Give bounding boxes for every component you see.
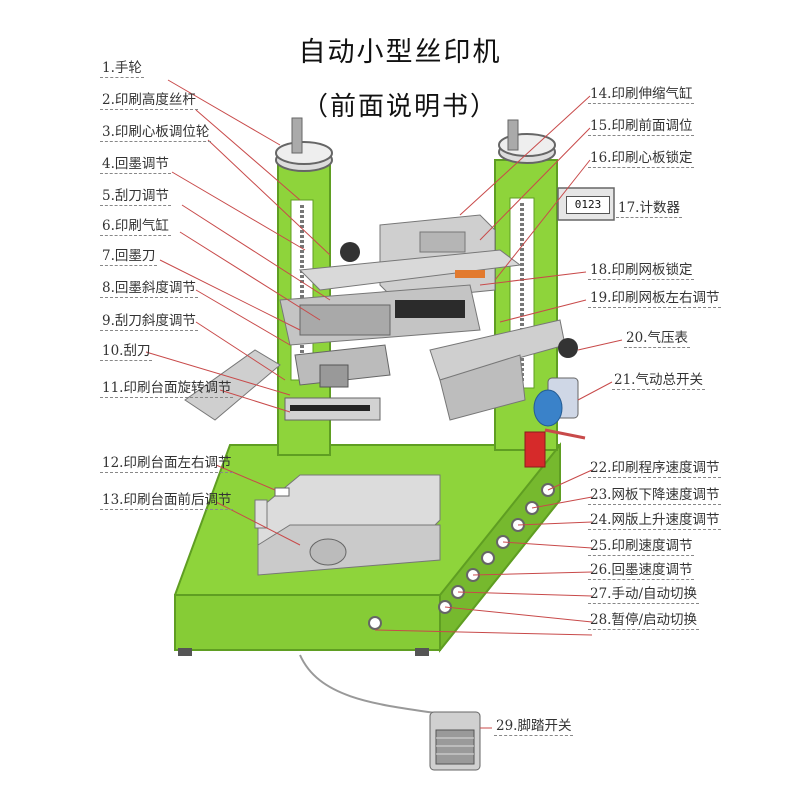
print-table	[254, 474, 441, 576]
front-knobs	[274, 483, 555, 630]
label-squeegee: 10.刮刀	[100, 343, 153, 361]
page-title: 自动小型丝印机	[298, 37, 502, 68]
label-ink-return-speed: 26.回墨速度调节	[588, 562, 695, 580]
label-print-cylinder: 6.印刷气缸	[100, 218, 171, 236]
label-screen-lock: 18.印刷网板锁定	[588, 262, 695, 280]
foot-pedal	[299, 654, 481, 771]
label-core-plate-wheel: 3.印刷心板调位轮	[100, 124, 212, 142]
label-squeegee-adjust: 5.刮刀调节	[100, 188, 171, 206]
leader-lines-left	[145, 79, 331, 546]
label-pressure-gauge: 20.气压表	[624, 330, 690, 348]
label-manual-auto-switch: 27.手动/自动切换	[588, 586, 700, 604]
label-screen-down-speed: 23.网板下降速度调节	[588, 487, 722, 505]
label-front-position: 15.印刷前面调位	[588, 118, 695, 136]
label-ink-return-adjust: 4.回墨调节	[100, 156, 171, 174]
label-counter: 17.计数器	[616, 200, 682, 218]
label-telescopic-cylinder: 14.印刷伸缩气缸	[588, 86, 695, 104]
label-program-speed: 22.印刷程序速度调节	[588, 460, 722, 478]
air-main-switch	[524, 377, 586, 468]
counter-display: 0123	[566, 196, 610, 214]
label-squeegee-angle: 9.刮刀斜度调节	[100, 313, 198, 331]
label-hand-wheel: 1.手轮	[100, 60, 144, 78]
label-table-left-right: 12.印刷台面左右调节	[100, 455, 234, 473]
label-print-speed: 25.印刷速度调节	[588, 538, 695, 556]
label-print-height-screw: 2.印刷高度丝杆	[100, 92, 198, 110]
handwheel-right	[498, 119, 556, 164]
label-table-rotation: 11.印刷台面旋转调节	[100, 380, 234, 398]
label-screen-left-right: 19.印刷网板左右调节	[588, 290, 722, 308]
label-air-main-switch: 21.气动总开关	[612, 372, 705, 390]
label-pause-start-switch: 28.暂停/启动切换	[588, 612, 700, 630]
side-rails	[184, 319, 578, 421]
label-core-plate-lock: 16.印刷心板锁定	[588, 150, 695, 168]
label-ink-return-blade: 7.回墨刀	[100, 248, 158, 266]
label-ink-return-angle: 8.回墨斜度调节	[100, 280, 198, 298]
page-subtitle: （前面说明书）	[301, 92, 498, 122]
leader-lines-right	[374, 95, 623, 729]
handwheel-left	[275, 117, 333, 172]
label-table-front-back: 13.印刷台面前后调节	[100, 492, 234, 510]
label-screen-up-speed: 24.网版上升速度调节	[588, 512, 722, 530]
label-foot-pedal: 29.脚踏开关	[494, 718, 574, 736]
